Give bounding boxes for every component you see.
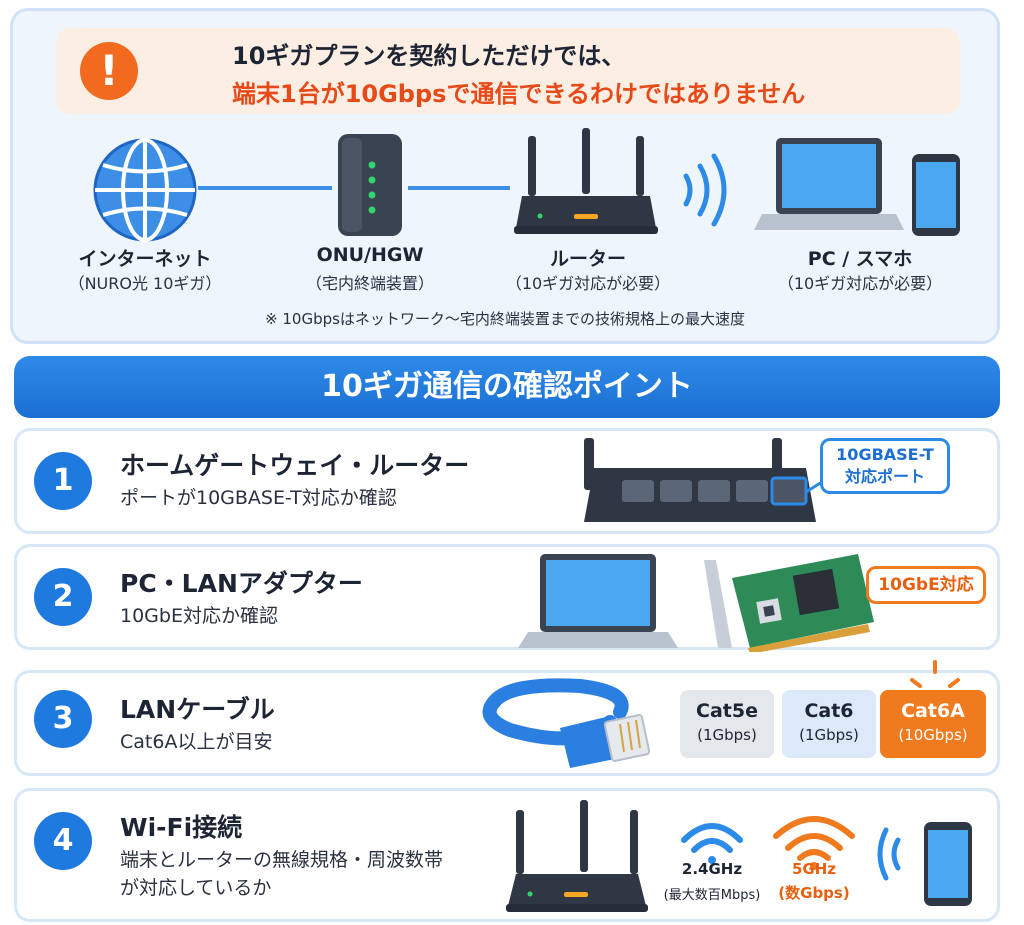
node-sub-router: （10ギガ対応が必要） (505, 274, 671, 293)
node-title-device: PC / スマホ (807, 248, 913, 270)
node-title-onu: ONU/HGW (316, 244, 424, 266)
band-24ghz-label: 2.4GHz (681, 860, 743, 878)
highlight-rays-icon (910, 660, 960, 688)
network-card-icon (704, 554, 874, 652)
smartphone-icon (924, 822, 972, 906)
wifi-waves-icon (683, 153, 727, 227)
point-title-1: ホームゲートウェイ・ルーター (120, 451, 470, 480)
node-title-internet: インターネット (78, 248, 212, 270)
laptop-icon (754, 138, 904, 230)
wifi-illustration (506, 800, 972, 912)
router-icon (506, 800, 648, 912)
laptop-nic-illustration (518, 554, 874, 652)
router-icon (514, 128, 658, 234)
speed-footnote: ※ 10Gbpsはネットワーク〜宅内終端装置までの技術規格上の最大速度 (265, 310, 745, 328)
network-flow-diagram (93, 128, 960, 242)
point-card-4 (14, 788, 1000, 922)
point-number-2: 2 (34, 568, 92, 626)
wifi-waves-icon (877, 827, 901, 881)
point-title-2: PC・LANアダプター (120, 569, 363, 598)
point-desc-4a: 端末とルーターの無線規格・周波数帯 (120, 849, 444, 871)
callout-line-1: 10GBASE-T (836, 445, 934, 464)
cable-cat6a: Cat6A (10Gbps) (880, 690, 986, 758)
smartphone-icon (912, 154, 960, 236)
cable-cat5e: Cat5e (1Gbps) (680, 690, 774, 758)
point-desc-1: ポートが10GBASE-T対応か確認 (120, 487, 397, 509)
point-title-3: LANケーブル (120, 695, 275, 724)
cable-name: Cat6 (804, 700, 854, 722)
router-ports-icon (584, 438, 823, 522)
callout-10gbe: 10GbE対応 (866, 566, 986, 604)
laptop-icon (518, 554, 678, 648)
point-number-1: 1 (34, 452, 92, 510)
globe-icon (93, 138, 197, 242)
callout-line-2: 対応ポート (844, 467, 925, 486)
cable-cat6: Cat6 (1Gbps) (782, 690, 876, 758)
band-5ghz-speed: (数Gbps) (778, 884, 850, 902)
cable-name: Cat6A (901, 700, 965, 722)
band-24ghz-speed: (最大数百Mbps) (663, 888, 761, 903)
wifi-24ghz-icon (681, 823, 743, 864)
point-number-4: 4 (34, 812, 92, 870)
onu-icon (338, 134, 402, 236)
point-desc-3: Cat6A以上が目安 (120, 731, 273, 753)
warning-line-1: 10ギガプランを契約しただけでは、 (232, 42, 626, 70)
node-title-router: ルーター (549, 248, 627, 270)
node-sub-onu: （宅内終端装置） (305, 274, 435, 293)
band-5ghz-label: 5GHz (791, 860, 837, 878)
cable-speed: (1Gbps) (697, 726, 757, 744)
point-title-4: Wi-Fi接続 (120, 813, 243, 842)
node-sub-device: （10ギガ対応が必要） (777, 274, 943, 293)
warning-line-2: 端末1台が10Gbpsで通信できるわけではありません (232, 80, 806, 108)
callout-10gbase-t: 10GBASE-T 対応ポート (820, 438, 950, 494)
warning-banner (56, 28, 960, 114)
point-desc-4b: が対応しているか (120, 877, 272, 899)
cable-name: Cat5e (696, 700, 758, 722)
exclamation-icon: ! (80, 42, 138, 100)
wifi-5ghz-icon (773, 816, 855, 870)
lan-cable-icon (482, 678, 651, 768)
point-number-3: 3 (34, 690, 92, 748)
point-desc-2: 10GbE対応か確認 (120, 605, 278, 627)
section-title: 10ギガ通信の確認ポイント (14, 356, 1000, 418)
node-sub-internet: （NURO光 10ギガ） (68, 274, 222, 293)
cable-speed: (1Gbps) (799, 726, 859, 744)
cable-speed: (10Gbps) (898, 726, 968, 744)
